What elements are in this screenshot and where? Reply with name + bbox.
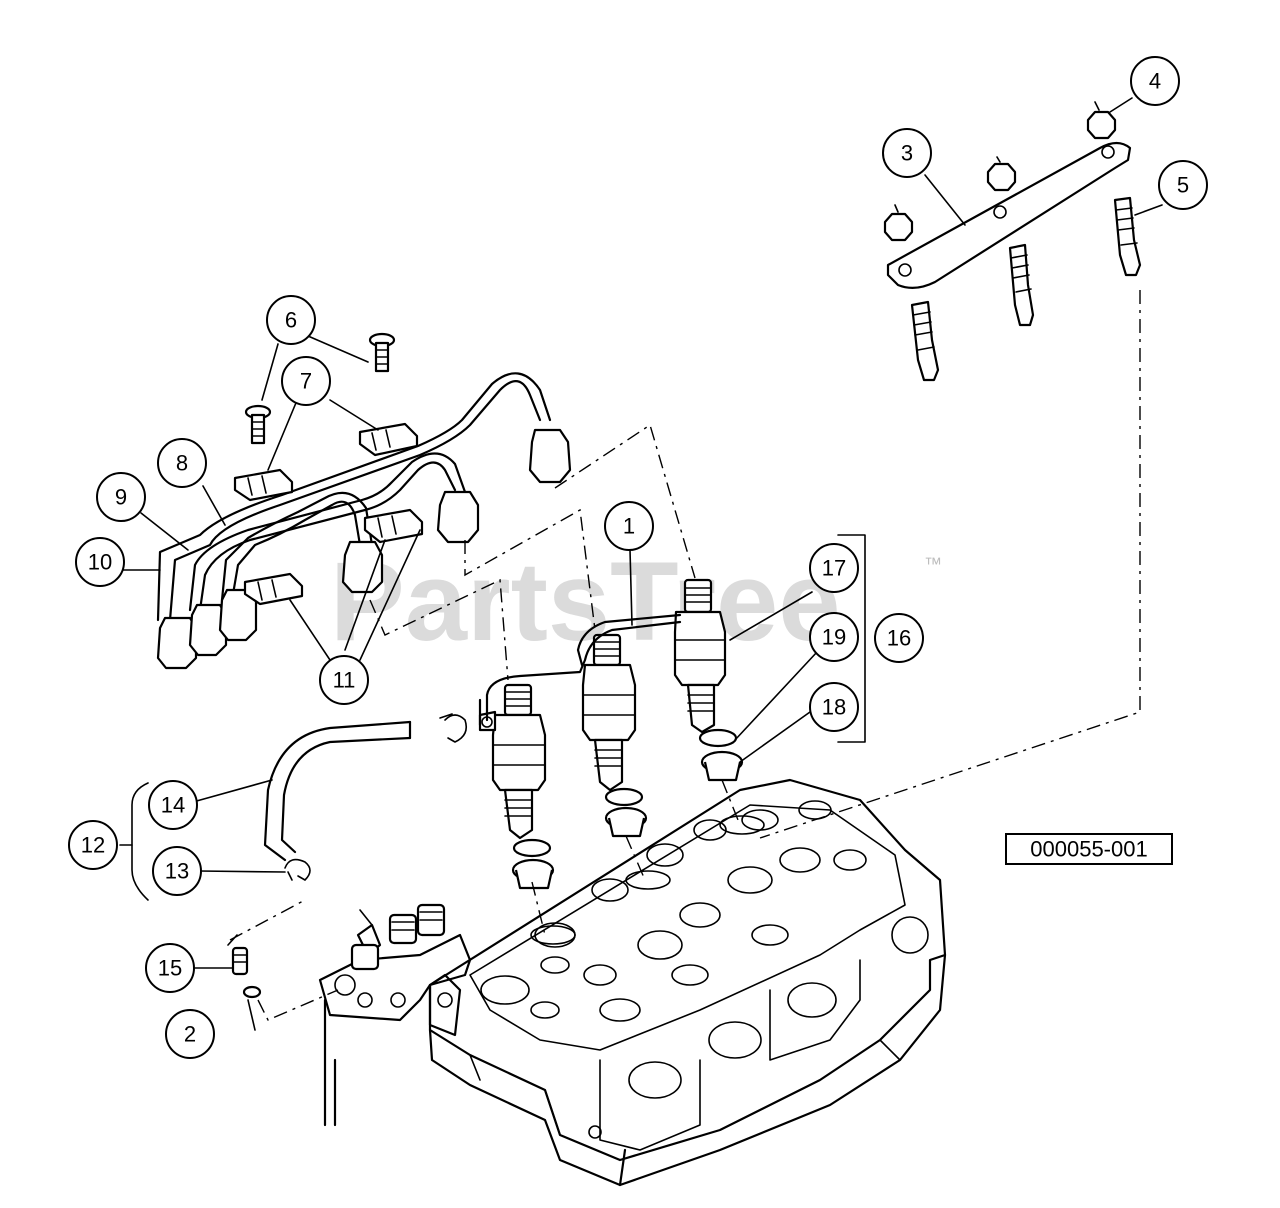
diagram-code-box: 000055-001 xyxy=(1005,833,1173,865)
leader-lines xyxy=(119,97,1163,1031)
svg-text:15: 15 xyxy=(158,956,182,981)
callout-3: 3 xyxy=(882,128,932,178)
svg-text:16: 16 xyxy=(887,626,911,651)
banjo-bolt xyxy=(227,934,262,999)
alignment-lines xyxy=(229,290,1141,1021)
svg-text:18: 18 xyxy=(822,695,846,720)
injector-middle xyxy=(581,633,648,838)
watermark-trademark: ™ xyxy=(924,554,942,574)
callout-4: 4 xyxy=(1130,56,1180,106)
callout-16: 16 xyxy=(874,613,924,663)
callout-5: 5 xyxy=(1158,160,1208,210)
callout-9: 9 xyxy=(96,472,146,522)
svg-text:1: 1 xyxy=(623,514,635,539)
svg-text:6: 6 xyxy=(285,308,297,333)
svg-text:13: 13 xyxy=(165,859,189,884)
svg-text:10: 10 xyxy=(88,550,112,575)
callout-11: 11 xyxy=(319,655,369,705)
hose-clamp-lower xyxy=(284,858,311,881)
callout-13: 13 xyxy=(152,846,202,896)
callout-7: 7 xyxy=(281,356,331,406)
callout-1: 1 xyxy=(604,501,654,551)
glow-plug-lead xyxy=(886,141,1132,289)
callout-17: 17 xyxy=(809,543,859,593)
leak-off-pipe xyxy=(485,620,682,722)
svg-text:3: 3 xyxy=(901,141,913,166)
callout-8: 8 xyxy=(157,438,207,488)
cylinder-head xyxy=(428,778,947,1187)
callout-6: 6 xyxy=(266,295,316,345)
pipe-nut-top-right xyxy=(528,428,572,484)
svg-text:2: 2 xyxy=(184,1022,196,1047)
glow-plug-nuts xyxy=(883,101,1117,242)
callout-12: 12 xyxy=(68,820,118,870)
svg-text:7: 7 xyxy=(300,369,312,394)
callout-18: 18 xyxy=(809,682,859,732)
pipe-nut-pump-3 xyxy=(218,588,258,642)
svg-text:11: 11 xyxy=(333,668,356,693)
svg-text:8: 8 xyxy=(176,451,188,476)
callout-10: 10 xyxy=(75,537,125,587)
svg-text:12: 12 xyxy=(81,833,105,858)
injector-right xyxy=(673,578,744,782)
pipe-nut-pump-2 xyxy=(188,603,228,657)
injection-pump xyxy=(318,903,472,1127)
pipe-nut-middle xyxy=(436,490,480,544)
return-hose xyxy=(263,720,412,862)
clamp-bolts xyxy=(244,332,396,445)
glow-plugs xyxy=(910,196,1142,382)
callout-15: 15 xyxy=(145,943,195,993)
callout-19: 19 xyxy=(809,612,859,662)
svg-text:17: 17 xyxy=(822,556,846,581)
hose-clamp-upper xyxy=(439,713,468,743)
callout-14: 14 xyxy=(148,780,198,830)
pipe-clamps xyxy=(233,422,424,606)
svg-text:5: 5 xyxy=(1177,173,1189,198)
svg-text:19: 19 xyxy=(822,625,846,650)
diagram-code: 000055-001 xyxy=(1030,837,1147,862)
injector-left xyxy=(478,683,555,890)
pipe-nut-left xyxy=(341,540,384,594)
pipe-nut-pump-1 xyxy=(156,616,198,670)
svg-text:14: 14 xyxy=(161,793,185,818)
svg-text:4: 4 xyxy=(1149,69,1161,94)
watermark-text: PartsTree xyxy=(330,539,841,664)
svg-text:9: 9 xyxy=(115,485,127,510)
callout-2: 2 xyxy=(165,1009,215,1059)
injection-pipes xyxy=(156,372,552,622)
